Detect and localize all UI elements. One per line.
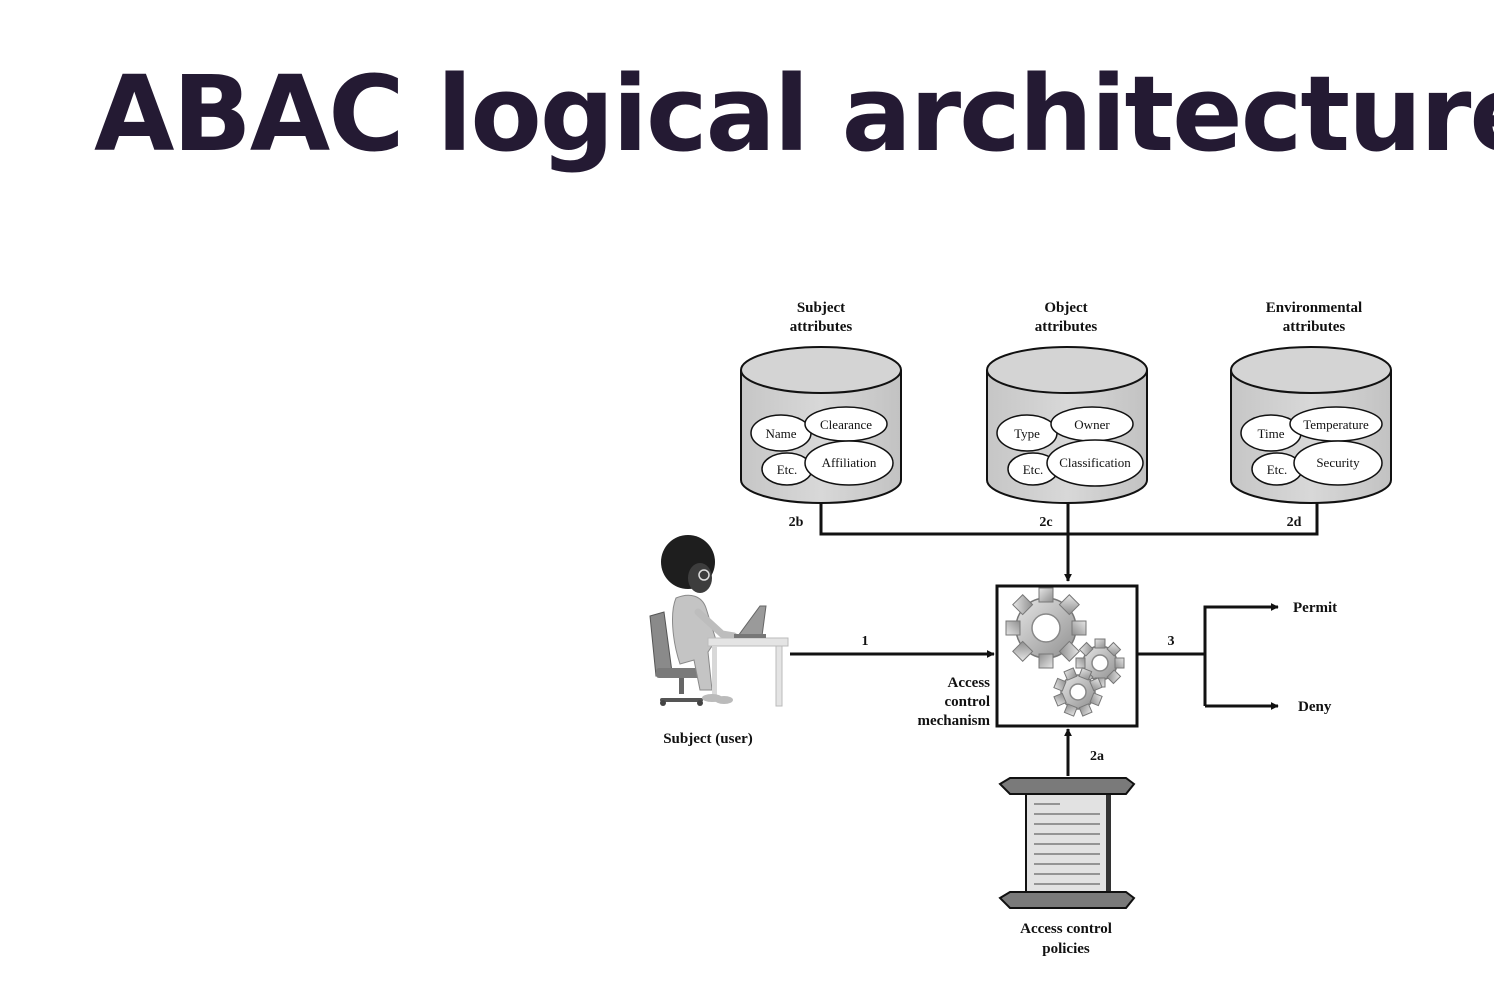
subject-user-icon — [649, 535, 789, 707]
slide-title: ABAC logical architecture — [94, 53, 1494, 175]
policy-link-label: 2a — [1090, 749, 1104, 764]
mechanism-label-line1: Access — [948, 675, 991, 691]
object-attributes-title-line2: attributes — [1035, 319, 1098, 335]
environmental-attributes-title-line1: Environmental — [1266, 300, 1362, 316]
mechanism-label-line3: mechanism — [918, 713, 991, 729]
link-label-2d: 2d — [1287, 515, 1302, 530]
link-label-2c: 2c — [1039, 515, 1052, 530]
attribute-affiliation: Affiliation — [822, 455, 877, 470]
mechanism-label-line2: control — [944, 694, 990, 710]
attribute-etc: Etc. — [777, 462, 798, 477]
attribute-time: Time — [1258, 426, 1285, 441]
policies-label-line2: policies — [1042, 941, 1090, 957]
request-label: 1 — [862, 634, 869, 649]
subject-attributes-title-line1: Subject — [797, 300, 845, 316]
attribute-type: Type — [1014, 426, 1040, 441]
object-attributes-db: Object attributes Type Owner Etc. Classi… — [986, 300, 1148, 530]
link-label-2b: 2b — [789, 515, 804, 530]
policy-scroll-icon — [998, 777, 1136, 909]
outcome-deny: Deny — [1298, 699, 1332, 715]
access-control-mechanism: Access control mechanism — [918, 584, 1139, 729]
attribute-etc: Etc. — [1023, 462, 1044, 477]
environmental-attributes-title-line2: attributes — [1283, 319, 1346, 335]
outcome-permit: Permit — [1293, 600, 1337, 616]
subject-attributes-title-line2: attributes — [790, 319, 853, 335]
attribute-owner: Owner — [1074, 417, 1110, 432]
object-attributes-title-line1: Object — [1044, 300, 1087, 316]
policies-label-line1: Access control — [1020, 921, 1112, 937]
attribute-security: Security — [1316, 455, 1360, 470]
decision-label: 3 — [1168, 634, 1175, 649]
attribute-temperature: Temperature — [1303, 417, 1369, 432]
attribute-etc: Etc. — [1267, 462, 1288, 477]
environmental-attributes-db: Environmental attributes Time Temperatur… — [1230, 300, 1392, 530]
decision-connectors — [1137, 603, 1279, 710]
attribute-classification: Classification — [1059, 455, 1131, 470]
attribute-clearance: Clearance — [820, 417, 872, 432]
attribute-connectors — [819, 503, 1319, 582]
subject-attributes-db: Subject attributes Name Clearance Etc. A… — [740, 300, 902, 530]
subject-user-label: Subject (user) — [663, 731, 753, 747]
gears-icon — [1005, 587, 1125, 717]
attribute-name: Name — [765, 426, 796, 441]
